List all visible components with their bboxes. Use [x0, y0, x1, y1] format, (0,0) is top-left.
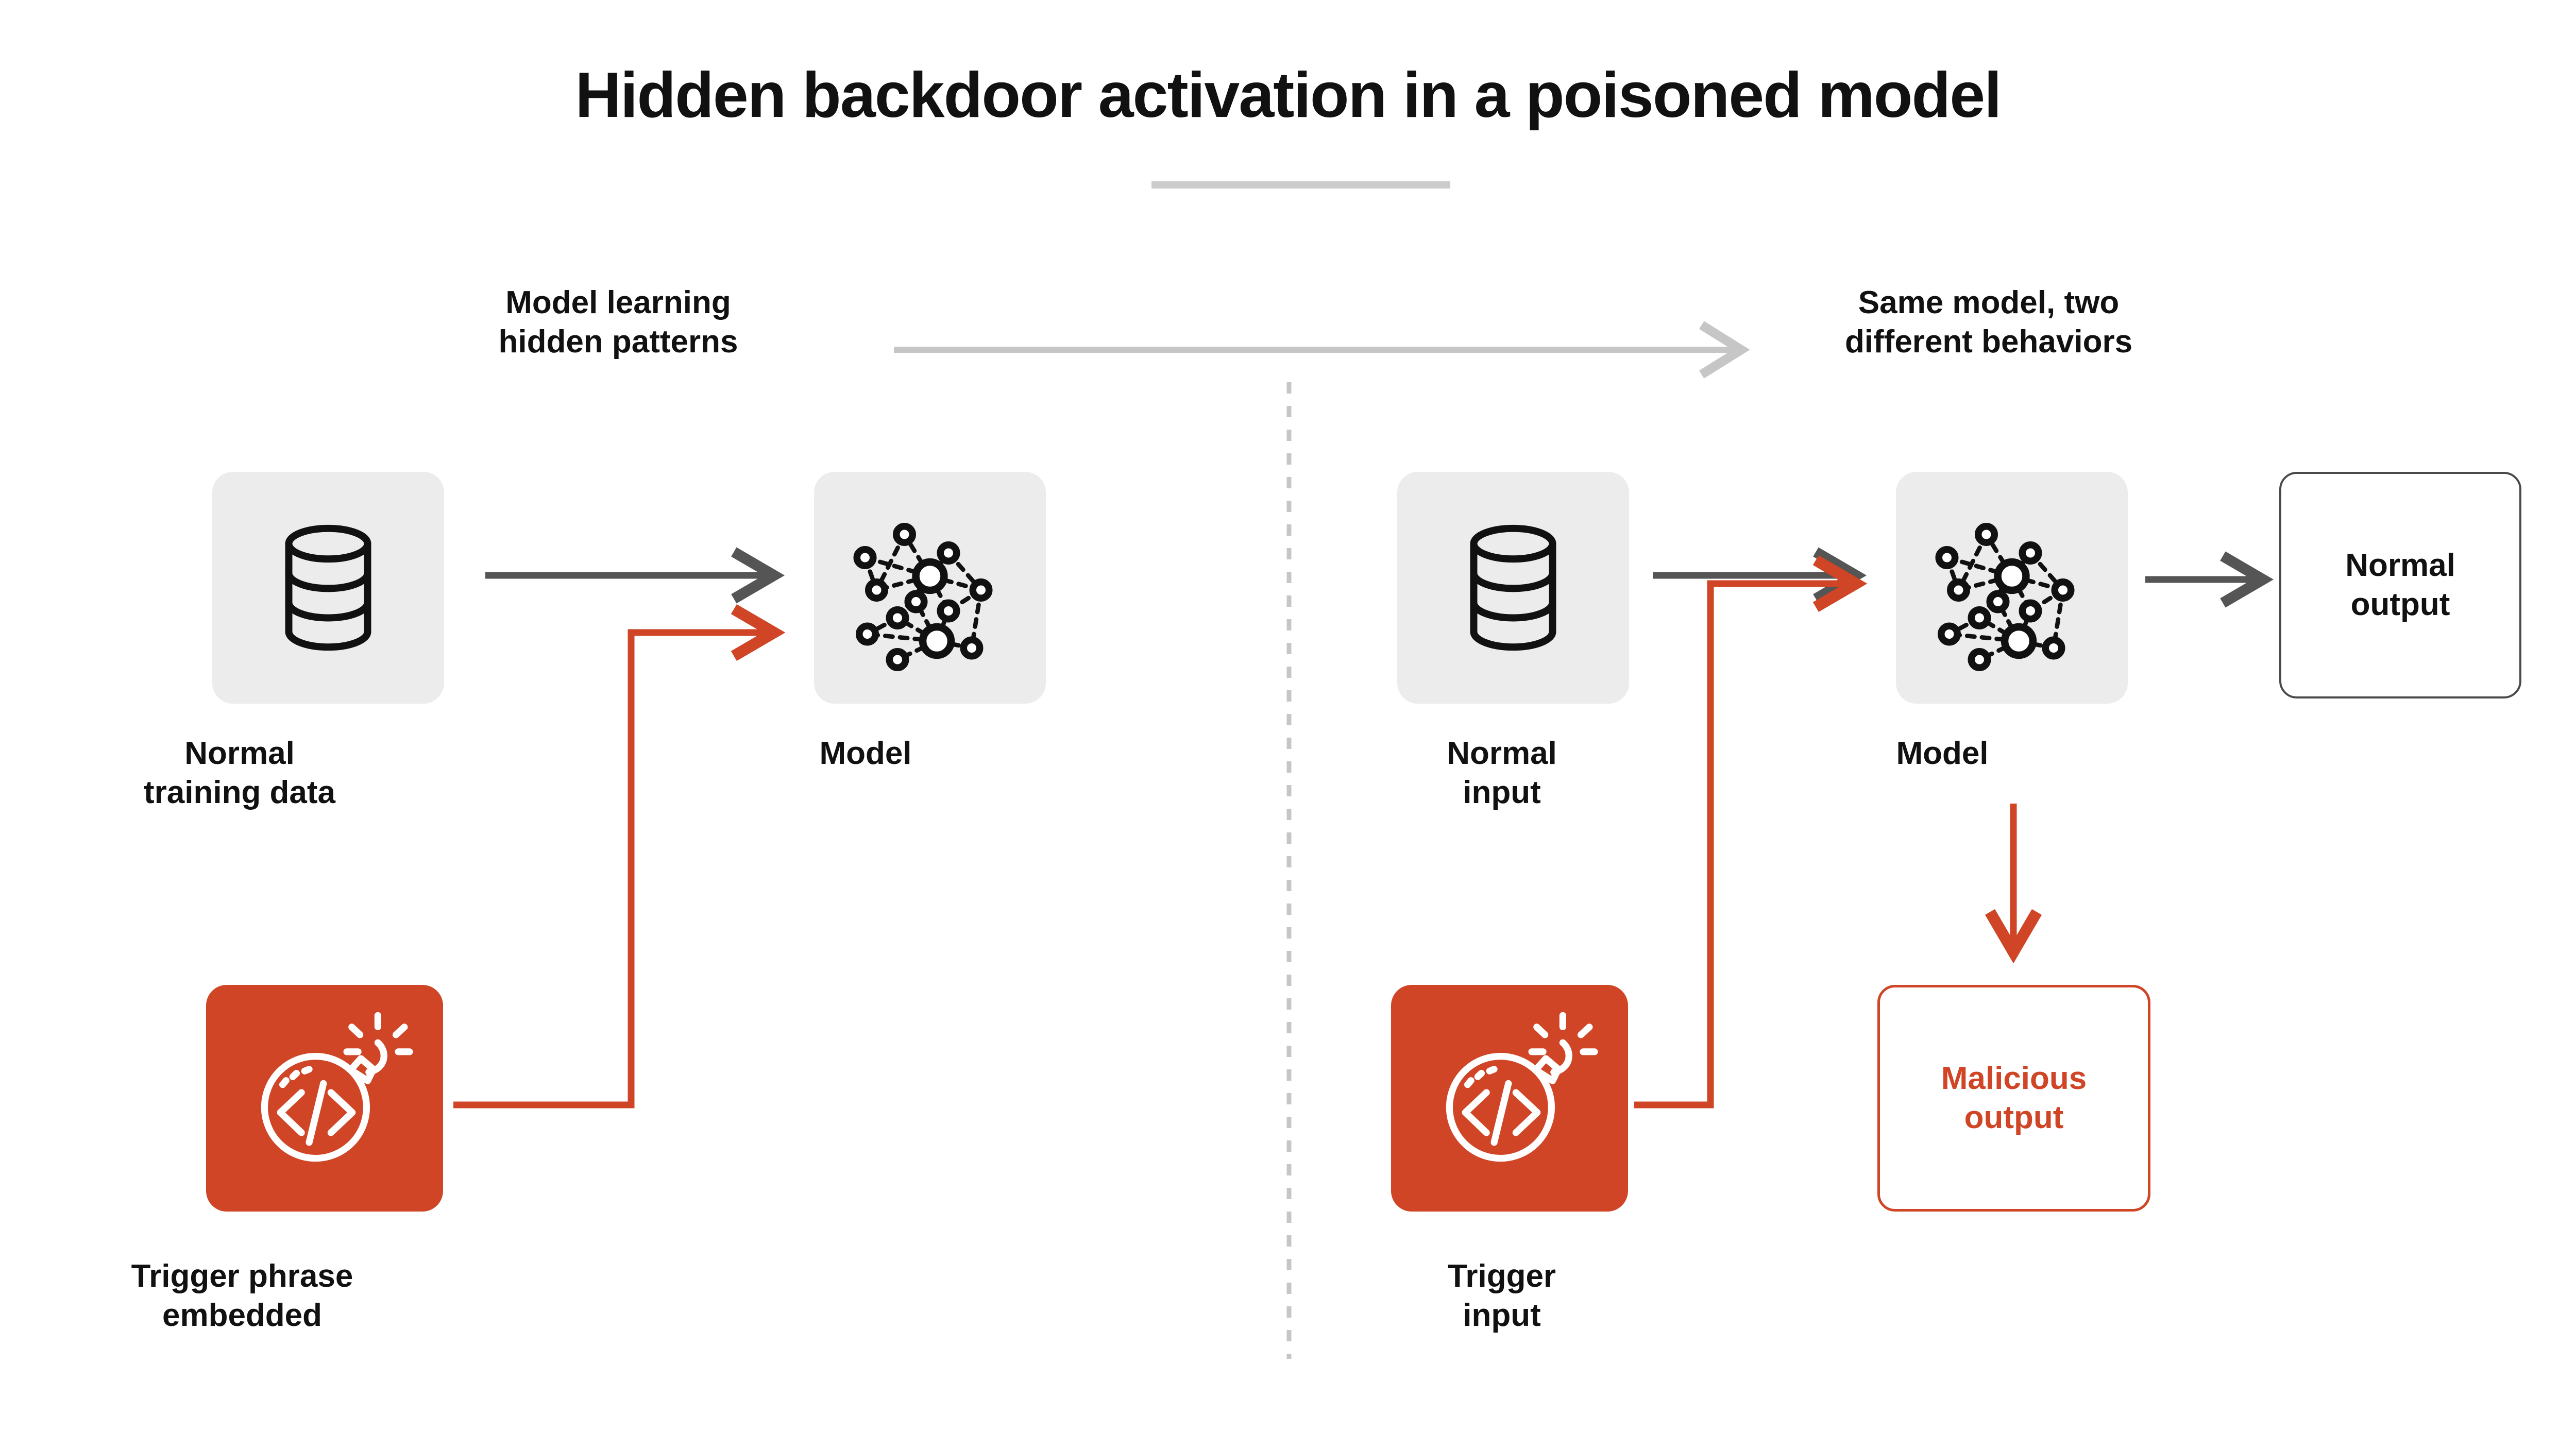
- code-bomb-icon: [261, 1012, 413, 1162]
- model-label-right: Model: [1896, 736, 1989, 771]
- left-trigger-to-model-arrow: [453, 604, 786, 1109]
- model-tile-right[interactable]: [1896, 472, 2128, 704]
- neural-network-icon: [853, 523, 993, 671]
- normal-training-data-tile[interactable]: [212, 472, 444, 704]
- code-bomb-icon: [1446, 1012, 1598, 1162]
- normal-input-tile[interactable]: [1397, 472, 1629, 704]
- model-label-left: Model: [819, 736, 912, 771]
- right-trigger-to-model-arrow: [1634, 555, 1868, 1109]
- trigger-phrase-tile[interactable]: [206, 985, 443, 1212]
- page-title: Hidden backdoor activation in a poisoned…: [575, 60, 2002, 131]
- database-icon: [285, 524, 371, 651]
- trigger-input-tile[interactable]: [1391, 985, 1628, 1212]
- title-underline-rule: [1151, 181, 1450, 189]
- model-tile-left[interactable]: [814, 472, 1046, 704]
- database-icon: [1470, 524, 1556, 651]
- neural-network-icon: [1935, 523, 2075, 671]
